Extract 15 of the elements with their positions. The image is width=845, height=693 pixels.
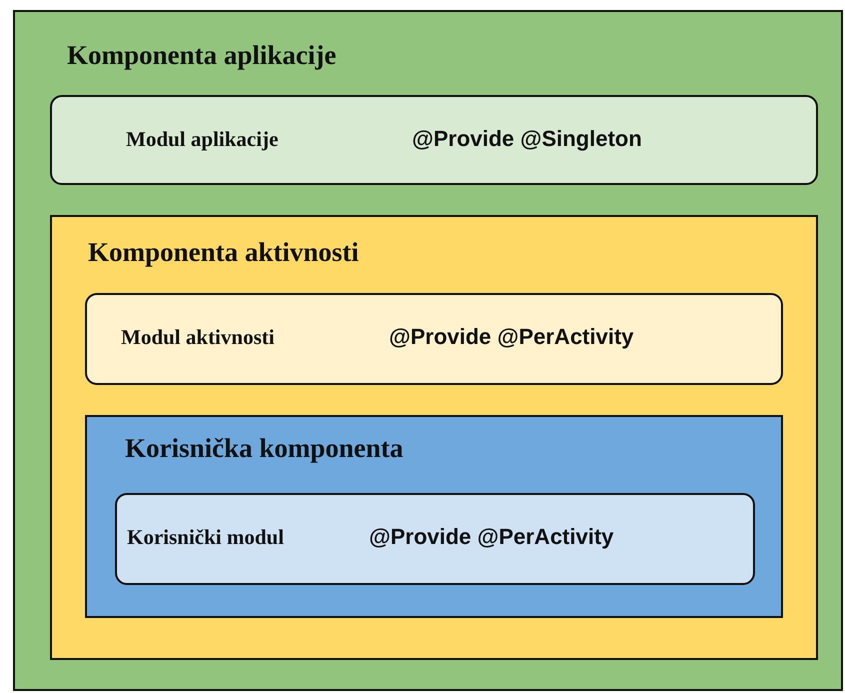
module-box: [115, 493, 755, 585]
component-box: [13, 10, 843, 691]
module-name: Modul aplikacije: [126, 127, 278, 152]
component-title: Komponenta aktivnosti: [88, 237, 359, 268]
annotation-text: @Provide @PerActivity: [369, 524, 614, 550]
module-box: [85, 293, 783, 385]
annotation-text: @Provide @Singleton: [412, 126, 642, 152]
module-name: Modul aktivnosti: [121, 325, 274, 350]
component-title: Korisnička komponenta: [125, 433, 404, 464]
module-box: [50, 95, 818, 185]
component-box: [85, 415, 783, 618]
component-box: [50, 215, 818, 660]
module-name: Korisnički modul: [127, 525, 284, 550]
component-title: Komponenta aplikacije: [67, 40, 336, 71]
annotation-text: @Provide @PerActivity: [389, 324, 634, 350]
